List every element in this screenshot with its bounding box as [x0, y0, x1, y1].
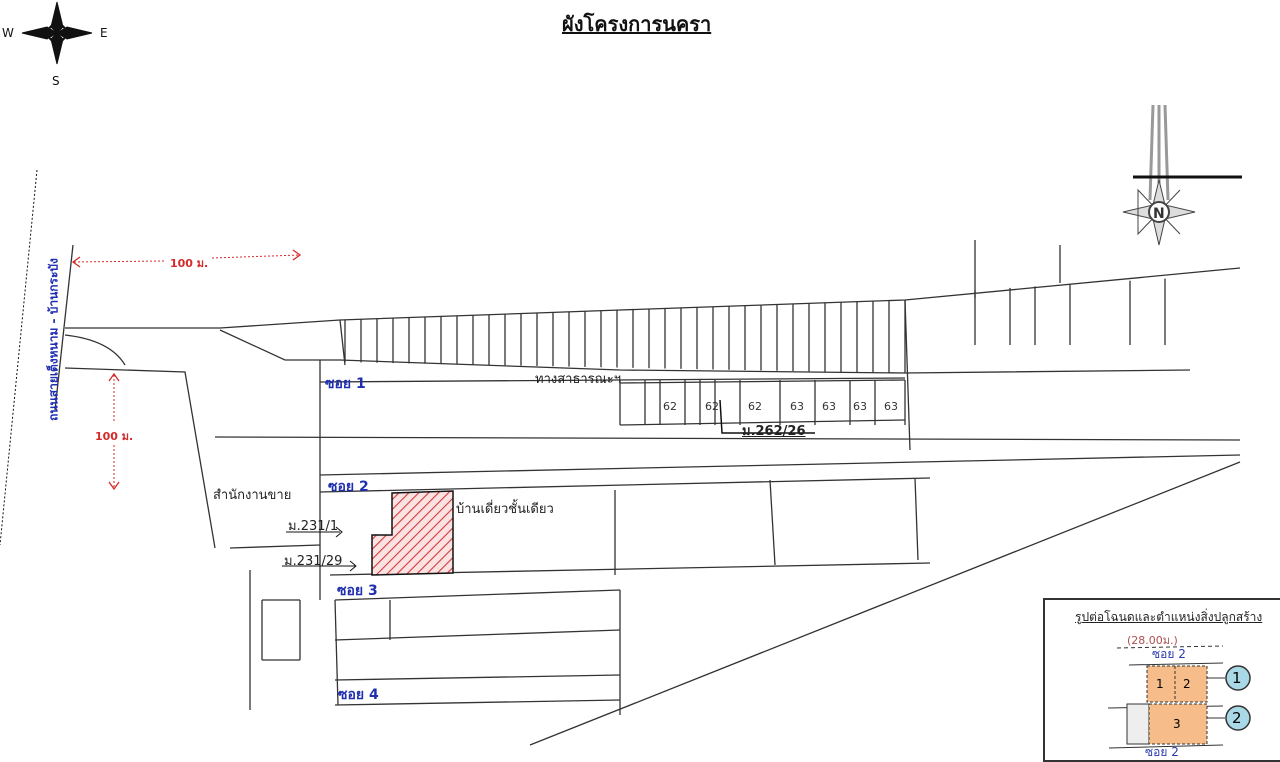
- inset-plot-1: 1: [1156, 677, 1164, 691]
- road-name-label: ถนนสายเต็งหนาม - บ้านกระบัง: [46, 258, 61, 421]
- marker-1-icon: [1225, 665, 1251, 691]
- compass-east-label: E: [100, 26, 108, 40]
- inset-marker-1: 1: [1232, 669, 1242, 687]
- inset-soi-bottom: ซอย 2: [1145, 745, 1179, 759]
- marker-2-icon: [1225, 705, 1251, 731]
- inset-plot-2: 2: [1183, 677, 1191, 691]
- lot-number: 63: [822, 400, 836, 413]
- soi-2-label: ซอย 2: [328, 479, 369, 495]
- inset-marker-2: 2: [1232, 709, 1242, 727]
- north-rose-icon: N: [1122, 104, 1242, 246]
- plot-231-1-label[interactable]: ม.231/1: [288, 519, 339, 534]
- dimension-horizontal: 100 ม.: [170, 257, 209, 270]
- plot-231-29-label[interactable]: ม.231/29: [284, 554, 343, 569]
- inset-width-label: (28.00ม.): [1127, 634, 1178, 647]
- lot-number: 63: [790, 400, 804, 413]
- highlighted-parcel[interactable]: [371, 490, 454, 576]
- dimension-arrows: [73, 254, 301, 488]
- compass-south-label: S: [52, 74, 60, 88]
- lot-number: 62: [663, 400, 677, 413]
- inset-title: รูปต่อโฉนดและตำแหน่งสิ่งปลูกสร้าง: [1075, 610, 1263, 624]
- lot-number: 63: [853, 400, 867, 413]
- svg-text:N: N: [1153, 206, 1165, 222]
- inset-plot-3: 3: [1173, 717, 1181, 731]
- soi-1-label: ซอย 1: [325, 376, 366, 392]
- public-way-label: ทางสาธารณะฯ: [535, 372, 622, 387]
- single-house-label: บ้านเดี่ยวชั้นเดียว: [456, 502, 554, 517]
- page-title: ผังโครงการนครา: [562, 12, 712, 36]
- plot-262-26-label[interactable]: ม.262/26: [742, 424, 806, 439]
- soi-3-label: ซอย 3: [337, 583, 378, 599]
- lot-number: 63: [884, 400, 898, 413]
- compass-icon: [21, 1, 93, 65]
- dimension-vertical: 100 ม.: [95, 430, 134, 443]
- lot-number: 62: [748, 400, 762, 413]
- inset-soi-top: ซอย 2: [1152, 647, 1186, 661]
- compass-west-label: W: [2, 26, 14, 40]
- lot-number: 62: [705, 400, 719, 413]
- inset-plot-diagram: รูปต่อโฉนดและตำแหน่งสิ่งปลูกสร้าง (28.00…: [1043, 598, 1280, 762]
- soi-4-label: ซอย 4: [338, 687, 379, 703]
- sales-office-label: สำนักงานขาย: [213, 488, 292, 503]
